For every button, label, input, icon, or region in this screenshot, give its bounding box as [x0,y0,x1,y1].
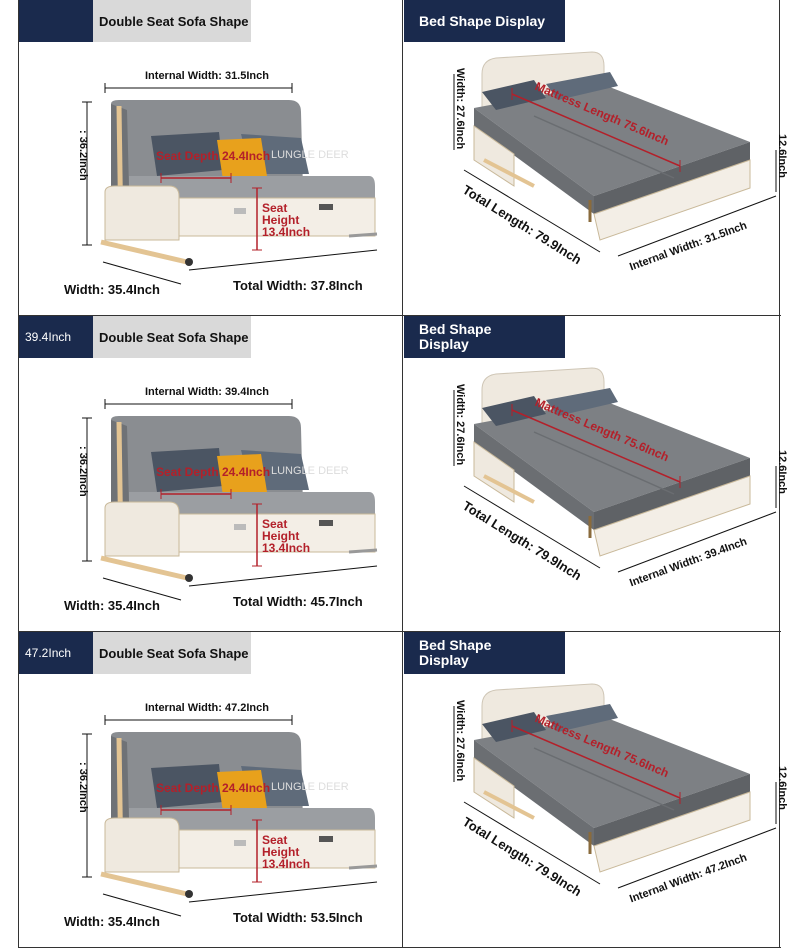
seat-height-label-3: 13.4Inch [262,225,311,239]
bed-title-line-2: Display [419,336,469,352]
bed-title-line-1: Bed Shape [419,637,492,653]
spec-row: LUNGLE DEER [19,0,788,316]
bed-shape-panel: Bed Shape Display Width: 27.6Inch Mattre… [404,316,788,631]
height-label: : 36.2Inch [77,446,89,497]
seat-height-label-1: Seat [262,517,288,531]
sofa-shape-title: Double Seat Sofa Shape [93,0,251,42]
total-width-label: Total Width: 37.8Inch [233,278,363,293]
bed-title-line-2: Display [419,652,469,668]
spec-row: LUNGLE DEER [19,632,788,948]
spec-grid: LUNGLE DEER [18,0,788,948]
bed-shape-title: Bed Shape Display [404,316,565,358]
bed-shape-title: Bed Shape Display [404,0,565,42]
size-header: 47.2Inch [19,632,93,674]
seat-height-label-1: Seat [262,201,288,215]
internal-width-label: Internal Width: 31.5Inch [145,70,269,82]
bed-shape-panel: Bed Shape Display Width: 27.6Inch Mattre… [404,0,788,315]
total-width-label: Total Width: 53.5Inch [233,910,363,925]
sofa-shape-panel: LUNGLE DEER [19,0,403,315]
size-header: 39.4Inch [19,316,93,358]
bed-title-line-1: Bed Shape Display [419,12,546,29]
seat-height-label-3: 13.4Inch [262,857,311,871]
pillow-text: LUNGLE DEER [271,149,349,161]
pillow-text: LUNGLE DEER [271,465,349,477]
bed-illustration [453,683,777,889]
size-header [19,0,93,42]
seat-height-label-2: Height [262,529,300,543]
bed-title-line-1: Bed Shape [419,321,492,337]
bed-illustration [453,367,777,573]
bed-width-label: Width: 27.6Inch [454,68,466,150]
total-width-label: Total Width: 45.7Inch [233,594,363,609]
sofa-shape-panel: LUNGLE DEER [19,316,403,631]
bed-shape-panel: Bed Shape Display Width: 27.6Inch Mattre… [404,632,788,947]
bed-height-label: 12.6Inch [776,134,788,179]
spec-row: LUNGLE DEER [19,316,788,632]
internal-width-label: Internal Width: 39.4Inch [145,386,269,398]
seat-height-label-2: Height [262,845,300,859]
height-label: : 36.2Inch [77,762,89,813]
sofa-illustration: LUNGLE DEER [82,399,378,601]
pillow-text: LUNGLE DEER [271,781,349,793]
bed-height-label: 12.6Inch [776,766,788,811]
width-label: Width: 35.4Inch [64,282,160,297]
seat-depth-label: Seat Depth 24.4Inch [156,465,271,479]
bed-shape-title: Bed Shape Display [404,632,565,674]
seat-height-label-1: Seat [262,833,288,847]
bed-illustration [453,51,777,257]
width-label: Width: 35.4Inch [64,598,160,613]
sofa-illustration: LUNGLE DEER [82,83,378,285]
sofa-shape-panel: LUNGLE DEER [19,632,403,947]
internal-width-label: Internal Width: 47.2Inch [145,702,269,714]
seat-depth-label: Seat Depth 24.4Inch [156,149,271,163]
height-label: : 36.2Inch [77,130,89,181]
seat-height-label-2: Height [262,213,300,227]
seat-depth-label: Seat Depth 24.4Inch [156,781,271,795]
bed-height-label: 12.6Inch [776,450,788,495]
bed-width-label: Width: 27.6Inch [454,384,466,466]
bed-width-label: Width: 27.6Inch [454,700,466,782]
sofa-shape-title: Double Seat Sofa Shape [93,316,251,358]
sofa-illustration: LUNGLE DEER [82,715,378,917]
sofa-shape-title: Double Seat Sofa Shape [93,632,251,674]
seat-height-label-3: 13.4Inch [262,541,311,555]
width-label: Width: 35.4Inch [64,914,160,929]
